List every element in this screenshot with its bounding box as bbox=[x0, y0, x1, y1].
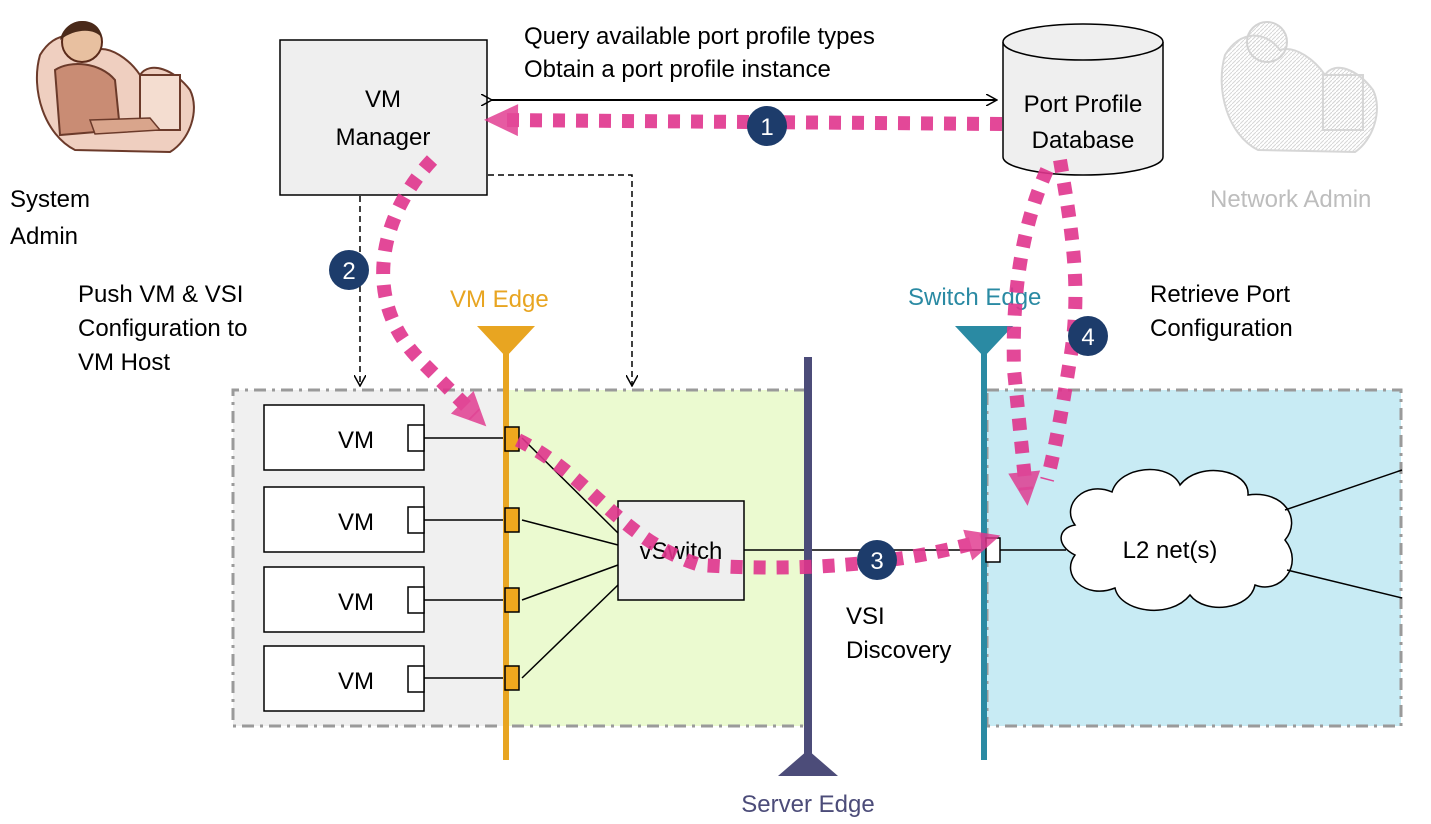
vm-box-1: VM bbox=[263, 404, 425, 471]
vm-label: VM bbox=[338, 427, 374, 454]
network-admin-icon bbox=[1220, 21, 1378, 154]
push-dashed-arrow-right bbox=[488, 174, 632, 385]
step-2-badge: 2 bbox=[329, 250, 369, 290]
step-2-flow bbox=[376, 155, 487, 427]
step-2-number: 2 bbox=[342, 258, 355, 285]
vm-manager-label-line2: Manager bbox=[336, 124, 431, 151]
vm-manager-box bbox=[279, 39, 488, 196]
push-label-line3: VM Host bbox=[78, 349, 170, 376]
discovery-label-line1: VSI bbox=[846, 603, 885, 630]
vm-manager-label-line1: VM bbox=[365, 86, 401, 113]
vm-label: VM bbox=[338, 589, 374, 616]
server-edge-label: Server Edge bbox=[741, 791, 874, 818]
discovery-label-line2: Discovery bbox=[846, 637, 951, 664]
vm-edge-ports bbox=[504, 426, 520, 691]
step-3-number: 3 bbox=[870, 548, 883, 575]
system-admin-icon bbox=[35, 20, 195, 154]
vm-label: VM bbox=[338, 509, 374, 536]
vm-links bbox=[424, 437, 505, 679]
vm-box-3: VM bbox=[263, 566, 425, 633]
network-admin-label: Network Admin bbox=[1210, 186, 1371, 213]
server-edge-marker bbox=[778, 750, 838, 776]
system-admin-label-line1: System bbox=[10, 186, 90, 213]
step-flow-arrows bbox=[376, 104, 1083, 575]
cloud-link-upper bbox=[1284, 469, 1403, 511]
system-admin-label-line2: Admin bbox=[10, 223, 78, 250]
vm-box-2: VM bbox=[263, 486, 425, 553]
l2-net-label: L2 net(s) bbox=[1123, 537, 1218, 564]
step-3-badge: 3 bbox=[857, 540, 897, 580]
query-label-line1: Query available port profile types bbox=[524, 23, 875, 50]
vm-edge-marker bbox=[477, 326, 535, 357]
step-1-flow bbox=[484, 104, 1003, 137]
switch-edge-marker bbox=[955, 326, 1013, 357]
push-label-line2: Configuration to bbox=[78, 315, 247, 342]
vm-label: VM bbox=[338, 668, 374, 695]
step-1-badge: 1 bbox=[747, 106, 787, 146]
step-4-badge: 4 bbox=[1068, 316, 1108, 356]
database-label-line2: Database bbox=[1032, 127, 1135, 154]
vm-edge-label: VM Edge bbox=[450, 286, 549, 313]
port-profile-database bbox=[1002, 23, 1164, 176]
step-1-number: 1 bbox=[760, 114, 773, 141]
database-label-line1: Port Profile bbox=[1024, 91, 1143, 118]
step-4-flow-left bbox=[1006, 167, 1054, 506]
step-4-number: 4 bbox=[1081, 324, 1094, 351]
vswitch-box bbox=[617, 500, 745, 601]
retrieve-label-line2: Configuration bbox=[1150, 315, 1293, 342]
step-3-flow bbox=[514, 433, 1001, 575]
host-zone-border bbox=[231, 388, 806, 728]
push-label-line1: Push VM & VSI bbox=[78, 281, 243, 308]
cloud-link-lower bbox=[1286, 569, 1403, 599]
switch-port bbox=[985, 537, 1001, 563]
query-label-line2: Obtain a port profile instance bbox=[524, 56, 831, 83]
retrieve-label-line1: Retrieve Port bbox=[1150, 281, 1290, 308]
l2-cloud bbox=[1060, 468, 1293, 611]
vm-box-4: VM bbox=[263, 645, 425, 712]
step-4-flow-right bbox=[1040, 158, 1083, 482]
